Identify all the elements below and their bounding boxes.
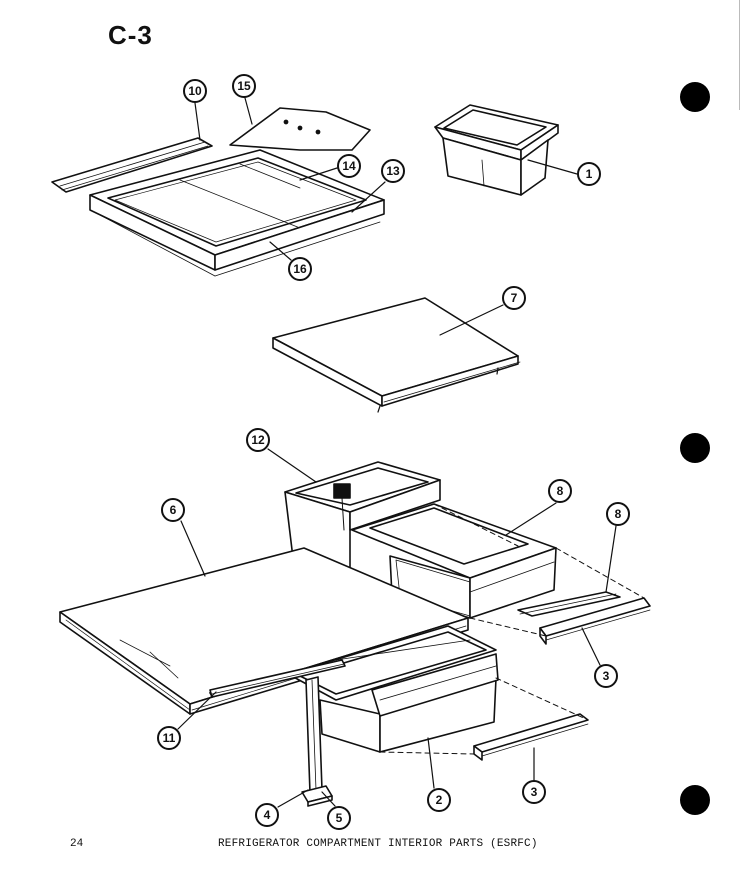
part-callout-11: 11 [157, 691, 217, 750]
callout-label: 5 [336, 811, 343, 825]
callout-label: 11 [163, 731, 176, 745]
callout-label: 3 [531, 785, 538, 799]
part-upper-shelf-assembly [51, 107, 385, 277]
page-edge-mark [739, 0, 740, 110]
part-meat-drawer [287, 625, 499, 753]
callout-leader-line [267, 448, 317, 483]
callout-leader-line [605, 525, 617, 593]
part-callout-8: 8 [505, 479, 572, 536]
part-callout-10: 10 [183, 79, 207, 141]
page-number: 24 [70, 838, 84, 850]
callout-label: 6 [170, 503, 177, 517]
callout-leader-line [269, 241, 292, 261]
binder-hole-bottom [680, 785, 710, 815]
part-callout-16: 16 [269, 241, 312, 281]
callout-label: 8 [615, 507, 622, 521]
callout-label: 7 [511, 291, 518, 305]
callout-circle [381, 159, 405, 183]
callout-circle [183, 79, 207, 103]
callout-label: 13 [386, 164, 400, 178]
callout-label: 3 [603, 669, 610, 683]
callout-circle [255, 803, 279, 827]
part-callout-7: 7 [439, 286, 526, 336]
callout-label: 12 [251, 433, 265, 447]
callout-circle [232, 74, 256, 98]
callout-circle [288, 257, 312, 281]
callout-circle [157, 726, 181, 750]
callout-circle [427, 788, 451, 812]
binder-hole-top [680, 82, 710, 112]
part-callout-2: 2 [427, 737, 451, 812]
part-crisper-cover [272, 297, 521, 413]
binder-hole-middle [680, 433, 710, 463]
callout-circle [327, 806, 351, 830]
callout-leader-line [277, 789, 309, 808]
callout-label: 14 [342, 159, 356, 173]
part-callout-5: 5 [321, 791, 351, 830]
callout-circle [548, 479, 572, 503]
callout-leader-line [180, 520, 206, 577]
part-front-rail [209, 659, 346, 698]
part-callout-12: 12 [246, 428, 317, 483]
callout-circle [594, 664, 618, 688]
part-bin-small [434, 104, 559, 196]
part-callout-3: 3 [522, 747, 546, 804]
callout-leader-line [505, 502, 557, 536]
part-support-leg [305, 676, 323, 794]
section-title: C-3 [108, 20, 153, 50]
part-callout-1: 1 [527, 159, 601, 186]
callout-leader-line [177, 691, 217, 730]
callout-circle [161, 498, 185, 522]
callout-circle [577, 162, 601, 186]
callout-circle [606, 502, 630, 526]
part-leg-foot [301, 785, 333, 807]
callout-leader-line [581, 627, 601, 666]
part-slide-rail-upper [517, 591, 621, 617]
callout-leader-line [427, 737, 435, 789]
part-slide-rail-mid [539, 597, 651, 645]
callout-label: 16 [293, 262, 307, 276]
callout-label: 1 [586, 167, 593, 181]
callout-circle [522, 780, 546, 804]
callout-leader-line [321, 791, 336, 807]
callout-circle [337, 154, 361, 178]
part-callout-6: 6 [161, 498, 206, 577]
callout-label: 10 [188, 84, 202, 98]
part-callout-15: 15 [232, 74, 256, 125]
part-callout-4: 4 [255, 789, 309, 827]
callout-leader-line [244, 97, 253, 125]
part-callout-13: 13 [351, 159, 405, 213]
callout-circle [502, 286, 526, 310]
part-callout-14: 14 [299, 154, 361, 181]
part-crisper-drawer-left [284, 461, 441, 581]
callout-label: 2 [436, 793, 443, 807]
part-callout-8: 8 [605, 502, 630, 593]
callout-circle [246, 428, 270, 452]
callout-leader-line [194, 102, 201, 141]
callout-label: 4 [264, 808, 271, 822]
callout-leader-line [351, 181, 386, 213]
callout-label: 15 [237, 79, 251, 93]
callout-label: 8 [557, 484, 564, 498]
page-caption: REFRIGERATOR COMPARTMENT INTERIOR PARTS … [218, 838, 538, 850]
callout-leader-line [439, 304, 504, 336]
part-callout-3: 3 [581, 627, 618, 688]
callout-leader-line [299, 167, 338, 181]
callout-leader-line [527, 159, 578, 175]
